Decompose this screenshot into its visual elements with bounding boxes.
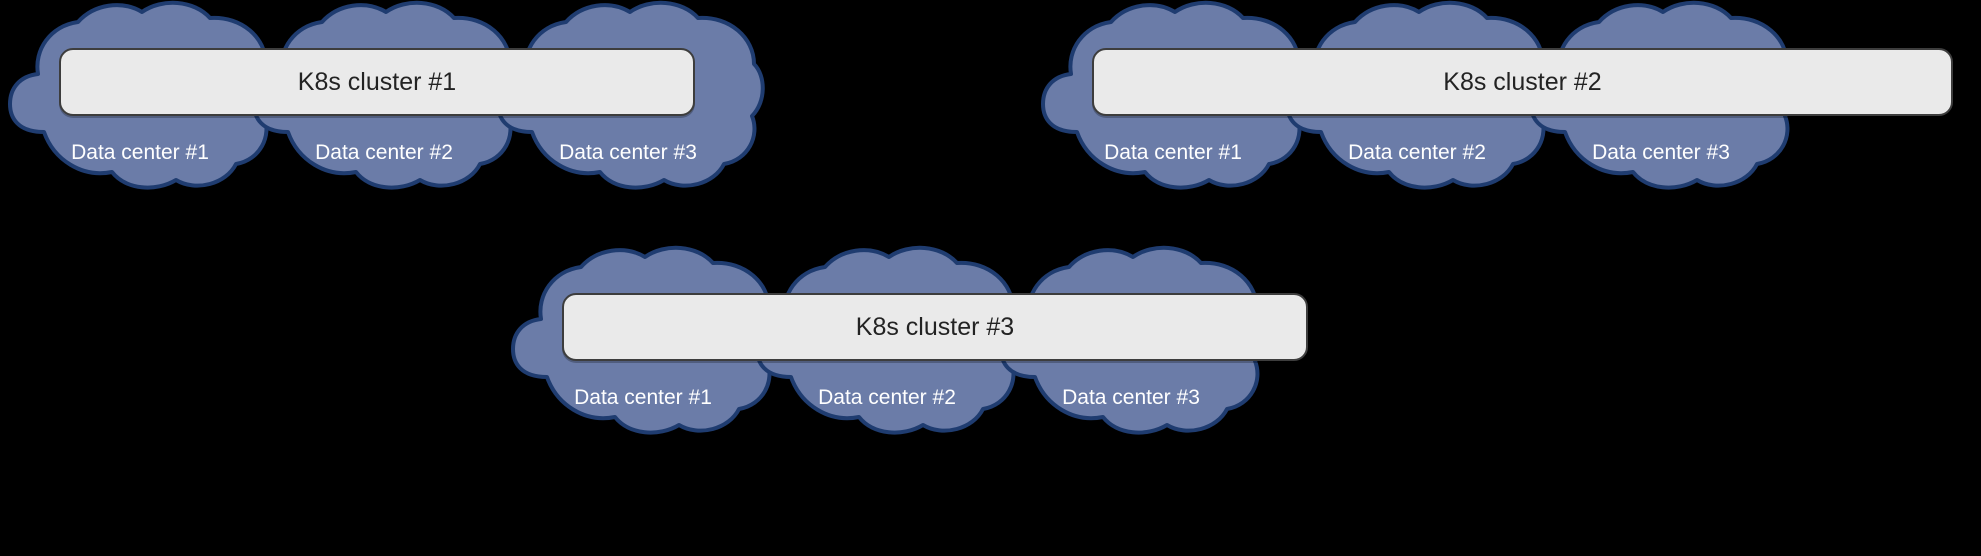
box-layer: K8s cluster #1 [10, 0, 750, 190]
cluster-group-3[interactable]: K8s cluster #3 Data center #1 Data cente… [511, 245, 1423, 435]
k8s-cluster-box[interactable]: K8s cluster #3 [562, 293, 1308, 361]
k8s-cluster-box[interactable]: K8s cluster #1 [59, 48, 695, 116]
box-layer: K8s cluster #3 [513, 245, 1423, 435]
cluster-group-1[interactable]: K8s cluster #1 Data center #1 Data cente… [8, 0, 765, 190]
box-layer: K8s cluster #2 [1043, 0, 1973, 190]
k8s-cluster-box-label: K8s cluster #2 [1443, 67, 1602, 96]
cluster-group-2[interactable]: K8s cluster #2 Data center #1 Data cente… [1041, 0, 1973, 190]
k8s-cluster-box[interactable]: K8s cluster #2 [1092, 48, 1953, 116]
k8s-cluster-box-label: K8s cluster #3 [855, 312, 1015, 341]
k8s-cluster-box-label: K8s cluster #1 [297, 67, 457, 96]
